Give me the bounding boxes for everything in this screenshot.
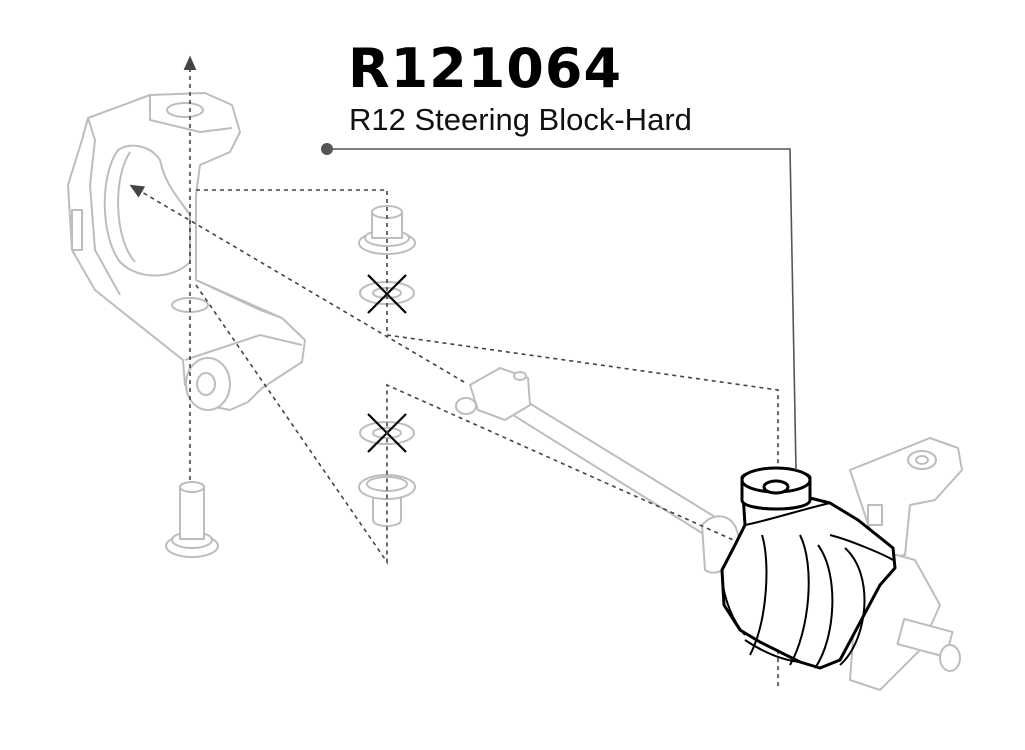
ghost-drive-shaft — [455, 367, 740, 574]
upper-bushing — [358, 205, 416, 255]
ghost-kingpin — [165, 481, 219, 558]
steering-block-hard — [720, 466, 897, 670]
part-number-title: R121064 — [348, 37, 623, 100]
lower-bushing — [358, 474, 416, 527]
ghost-steering-block — [67, 92, 306, 411]
part-description: R12 Steering Block-Hard — [349, 102, 692, 137]
leader-dot — [321, 143, 333, 155]
part-leader-line — [321, 143, 797, 471]
